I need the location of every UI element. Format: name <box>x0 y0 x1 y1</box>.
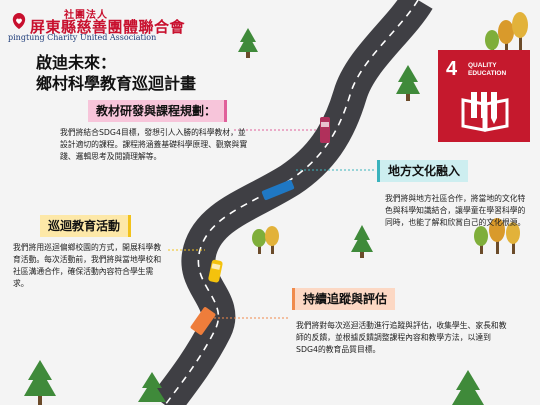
section-title-materials: 教材研發與課程規劃： <box>88 100 228 122</box>
charity-hands-icon <box>12 13 26 29</box>
blue-truck-icon <box>261 179 295 201</box>
section-title-touring-activities: 巡迴教育活動 <box>40 215 132 237</box>
pine-tree-icon <box>452 370 484 405</box>
organization-logo: 社團法人 屏東縣慈善團體聯合會 pingtung Charity United … <box>8 6 223 42</box>
logo-org-type: 社團法人 <box>64 10 108 21</box>
round-tree-icon <box>485 12 528 56</box>
section-title-local-culture: 地方文化融入 <box>377 160 469 182</box>
logo-org-name: 屏東縣慈善團體聯合會 <box>30 18 186 36</box>
round-tree-icon <box>474 218 520 254</box>
pine-tree-icon <box>351 225 373 258</box>
round-tree-icon <box>252 226 279 254</box>
title-line-1: 啟迪未來： <box>36 53 117 72</box>
sdg-label: QUALITY EDUCATION <box>468 62 507 77</box>
sdg4-badge: 4 QUALITY EDUCATION <box>438 50 530 142</box>
open-book-pencil-icon <box>461 92 509 132</box>
yellow-car-icon <box>208 259 223 283</box>
section-text-local-culture: 我們將與地方社區合作，將當地的文化特色與科學知識結合，讓學童在學習科學的同時，也… <box>385 194 526 227</box>
section-text-materials: 我們將結合SDG4目標，發想引人入勝的科學教材，並設計適切的課程。課程將涵蓋基礎… <box>60 128 248 161</box>
pine-tree-icon <box>24 360 56 405</box>
logo-org-english-name: pingtung Charity United Association <box>8 33 157 42</box>
red-car-icon <box>320 117 330 143</box>
page-title: 啟迪未來： 鄉村科學教育巡迴計畫 <box>36 52 196 94</box>
title-line-2: 鄉村科學教育巡迴計畫 <box>36 74 197 93</box>
pine-tree-icon <box>396 65 420 101</box>
section-title-tracking-evaluation: 持續追蹤與評估 <box>292 288 396 310</box>
pine-tree-icon <box>138 372 166 402</box>
sdg-number: 4 <box>446 58 458 80</box>
section-text-tracking-evaluation: 我們將對每次巡迴活動進行追蹤與評估，收集學生、家長和教師的反饋，並根據反饋調整課… <box>296 321 507 354</box>
section-text-touring-activities: 我們將用巡迴偏鄉校園的方式，開展科學教育活動。每次活動前，我們將與當地學校和社區… <box>13 243 162 288</box>
orange-truck-icon <box>190 307 216 335</box>
pine-tree-icon <box>238 28 258 58</box>
